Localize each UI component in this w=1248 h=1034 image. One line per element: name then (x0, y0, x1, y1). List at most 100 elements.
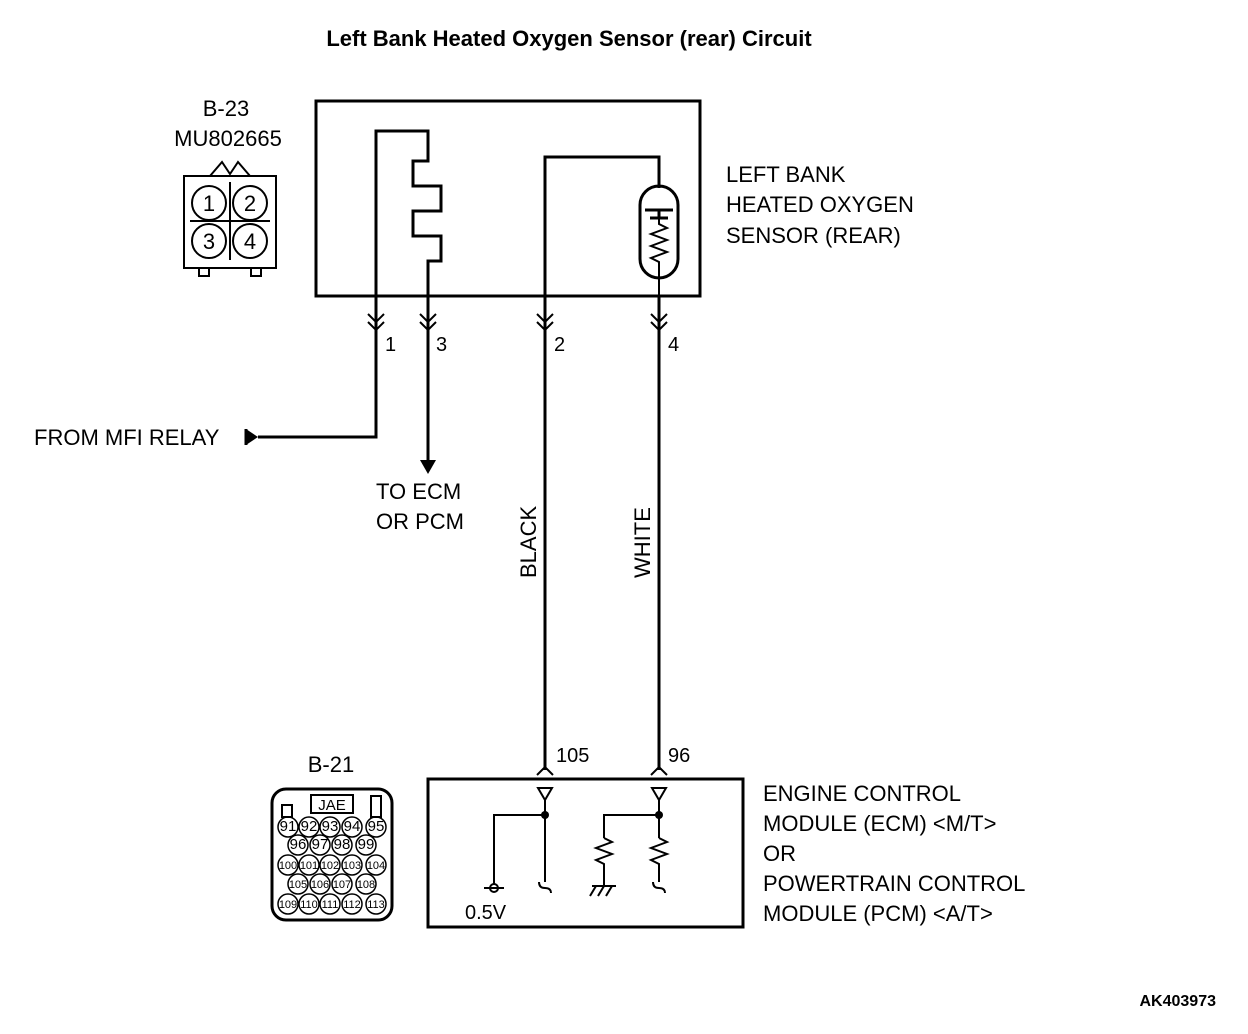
ecm-connector-pin (331, 834, 353, 856)
ecm-connector-pin (277, 854, 299, 876)
ecm-connector-id: B-21 (308, 752, 354, 777)
sensor-label-line: HEATED OXYGEN (726, 192, 914, 217)
ecm-connector-pin-number: 100 (279, 860, 297, 872)
ecm-label-line: POWERTRAIN CONTROL (763, 871, 1025, 896)
pin-number: 4 (244, 229, 256, 254)
connector-chevron-icon (650, 765, 668, 776)
ecm-connector-pin-number: 110 (300, 899, 318, 911)
ecm-connector-pin-number: 103 (343, 860, 361, 872)
ecm-connector-pin (355, 834, 377, 856)
ecm-connector-pin-number: 106 (311, 879, 329, 891)
sensor-connector-id: B-23 (203, 96, 249, 121)
sensor-pin-label: 2 (554, 334, 565, 356)
ecm-connector-pin-number: 104 (367, 860, 385, 872)
heater-element (374, 129, 443, 296)
ecm-connector-pin-number: 102 (321, 860, 339, 872)
resistor-icon (648, 837, 670, 882)
sensor-pin-label: 3 (436, 334, 447, 356)
ecm-connector-pin (365, 816, 387, 838)
ecm-connector-pin (319, 854, 341, 876)
ecm-connector-pin-number: 95 (368, 818, 385, 835)
ecm-pin-label: 96 (668, 745, 690, 767)
sensor-connector-part-number: MU802665 (174, 126, 282, 151)
connector-foot (250, 267, 262, 277)
ecm-connector-pin-number: 108 (357, 879, 375, 891)
ecm-connector-pin-number: 98 (334, 836, 351, 853)
connector-pin (232, 223, 268, 259)
terminal-triangle-icon (650, 787, 668, 802)
ecm-label-line: MODULE (PCM) <A/T> (763, 901, 993, 926)
sensor-connector-b23: B-23 MU802665 1 2 3 4 (174, 96, 282, 277)
ecm-connector-pin (341, 854, 363, 876)
pin-number: 3 (203, 229, 215, 254)
pin-number: 2 (244, 191, 256, 216)
ecm-connector-pin-number: 105 (289, 879, 307, 891)
ecm-connector-pin-number: 96 (290, 836, 307, 853)
ecm-connector-pin-number: 99 (358, 836, 375, 853)
sensor-box (314, 99, 702, 298)
connector-pin (232, 185, 268, 221)
internal-ground-icon (652, 881, 666, 894)
connector-pin (191, 185, 227, 221)
connector-lock-icon (209, 160, 251, 177)
ecm-connector-pin (298, 893, 320, 915)
connector-housing (183, 175, 277, 269)
relay-arrow-icon (246, 429, 258, 445)
ecm-connector-pin (355, 873, 377, 895)
diagram-title: Left Bank Heated Oxygen Sensor (rear) Ci… (326, 26, 812, 51)
ecm-connector-pin-number: 92 (301, 818, 318, 835)
sensor-signal-line (543, 155, 661, 296)
from-relay-label: FROM MFI RELAY (34, 425, 220, 450)
ecm-connector-pin-number: 101 (300, 860, 318, 872)
ecm-connector-pin-number: 94 (344, 818, 361, 835)
ecm-connector-pin-number: 91 (280, 818, 297, 835)
wire-color-label: BLACK (516, 506, 541, 578)
ecm-connector-pin (341, 816, 363, 838)
ecm-label-line: MODULE (ECM) <M/T> (763, 811, 996, 836)
connector-pin (191, 223, 227, 259)
oxygen-sensor: LEFT BANK HEATED OXYGEN SENSOR (REAR) (314, 99, 914, 298)
figure-code: AK403973 (1140, 993, 1217, 1010)
to-ecm-label: OR PCM (376, 509, 464, 534)
ecm-connector-pin (309, 873, 331, 895)
sensor-side-connector-marks: 1 3 2 4 (367, 313, 679, 356)
sensor-pin-label: 1 (385, 334, 396, 356)
ecm-connector-pin (298, 854, 320, 876)
ecm-module: 0.5V ENGINE CONTROL MODULE (ECM) <M/T> O… (426, 777, 1025, 929)
ecm-connector-pin (365, 893, 387, 915)
voltage-label: 0.5V (465, 902, 507, 924)
down-arrow-icon (420, 460, 436, 474)
ecm-pin-label: 105 (556, 745, 589, 767)
ecm-connector-pin (319, 816, 341, 838)
ecm-connector-pin (287, 873, 309, 895)
ecm-connector-pin-number: 111 (322, 899, 339, 911)
ecm-connector-pin-number: 93 (322, 818, 339, 835)
ecm-connector-pin (309, 834, 331, 856)
ecm-connector-pin-number: 109 (279, 899, 297, 911)
sensor-pin-label: 4 (668, 334, 679, 356)
wire-from-relay (258, 296, 378, 439)
ecm-connector-pin-number: 107 (333, 879, 351, 891)
resistor-icon (593, 837, 615, 886)
connector-maker-label: JAE (318, 797, 346, 814)
ecm-label-line: ENGINE CONTROL (763, 781, 961, 806)
connector-chevron-icon (536, 765, 554, 776)
sensor-resistor-symbol (648, 218, 670, 296)
wiring: FROM MFI RELAY TO ECM OR PCM BLACK WHITE… (34, 296, 690, 776)
ecm-connector-pin (277, 893, 299, 915)
to-ecm-label: TO ECM (376, 479, 461, 504)
ecm-connector-pin (341, 893, 363, 915)
ecm-label-line: OR (763, 841, 796, 866)
ecm-connector-pin-number: 97 (312, 836, 329, 853)
wire-color-label: WHITE (630, 507, 655, 578)
sensor-label-line: SENSOR (REAR) (726, 223, 901, 248)
connector-foot (198, 267, 210, 277)
pin-number: 1 (203, 191, 215, 216)
terminal-triangle-icon (536, 787, 554, 802)
ecm-connector-pin (287, 834, 309, 856)
ecm-connector-pin (365, 854, 387, 876)
ecm-connector-pin (331, 873, 353, 895)
